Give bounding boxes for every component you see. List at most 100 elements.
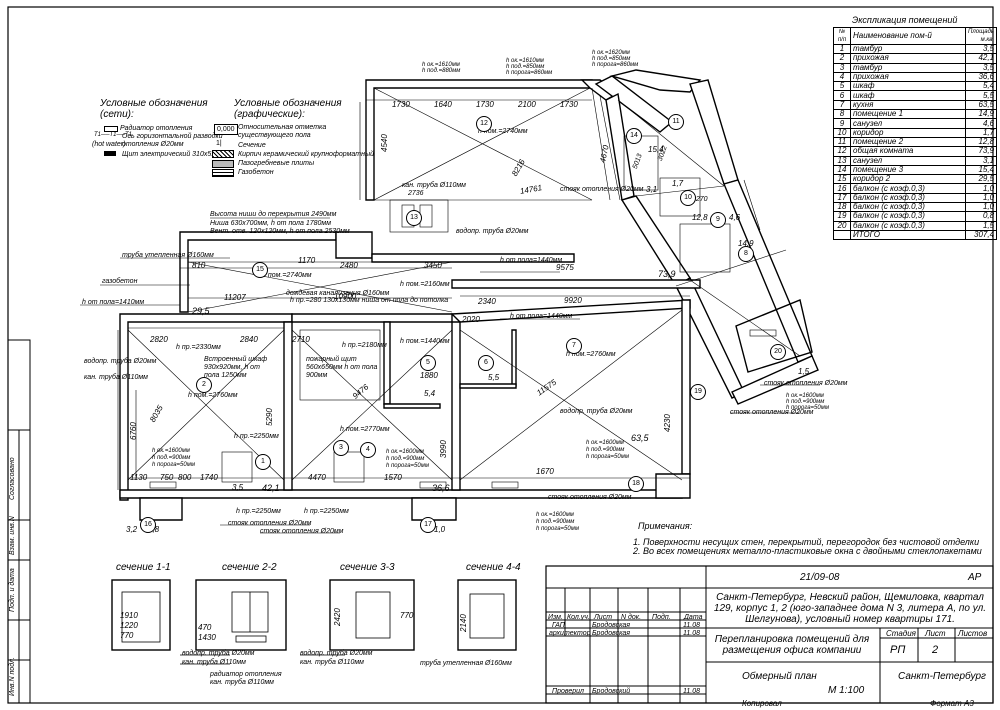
dim-800: 800 [178,473,192,482]
stamp-row3-role: Проверил [552,688,584,695]
legend-graphic-item-section: Сечение [238,142,266,149]
label-win-d2: h под.=900мм [536,519,575,525]
room-number-6: 6 [478,355,494,371]
room-area: 12,8 [964,136,998,148]
stamp-row1-name: Бродовская [592,622,631,629]
label-riser-d: стояк отопления Ø20мм [764,380,848,387]
stamp-sheet-label: Лист [925,629,946,638]
dim-810: 810 [192,261,206,270]
label-h-floor-1410: h от пола=1410мм [82,299,145,306]
stamp-header-doc: N док. [621,614,642,621]
dim-1880: 1880 [420,371,438,380]
room-number-10: 10 [680,190,696,206]
area-3-1: 3,1 [646,185,658,194]
label-riser-c: стояк отопления Ø20мм [548,494,632,501]
label-h-room-2740a: h пом.=2740мм [478,128,528,135]
label-win-b3: h порога=50мм [386,463,429,469]
stamp-header-list: Лист [594,614,613,621]
room-name: помещение 1 [850,109,966,120]
dim-3270: 3270 [692,196,708,203]
room-area: 1,5 [964,220,998,231]
label-win-d: h ок.=1600мм [536,512,574,518]
room-name: балкон (с коэф.0,3) [850,202,966,213]
area-14-9: 14,9 [738,239,754,248]
room-area: 0,8 [964,211,998,222]
dim-9920: 9920 [564,296,582,305]
aerated-concrete-hatch-icon [212,169,234,177]
area-3-5: 3,5 [232,483,244,492]
room-area: 1,0 [964,202,998,213]
side-stamp-replace: Взам. инв.N [9,516,16,555]
dim-2736: 2736 [408,190,424,197]
room-name: тамбур [850,62,966,73]
dim-10900: 10900 [334,292,357,301]
dim-4470: 4470 [308,473,326,482]
stamp-header-izm: Изм. [548,614,563,621]
legend-network-item-panel: Щит электрический 310х510мм [122,151,229,158]
section-note-water-b: водопр. труба Ø20мм [300,650,373,657]
dim-4540: 4540 [380,134,389,152]
label-built-in-closet: Встроенный шкаф 930х920мм, h от пола 125… [204,356,268,379]
dim-1170: 1170 [298,256,316,265]
row-number: 16 [833,183,851,194]
total-label: ИТОГО [850,229,966,241]
label-niche-floor: h пр.=280 130х130мм ниша от пола до пото… [290,297,449,304]
side-stamp-inv: Инв.N подл. [9,657,16,696]
label-rain-pipe: дождевая канализация Ø160мм [286,290,390,297]
dim-2710: 2710 [292,335,310,344]
area-73-9: 73,9 [658,269,676,279]
room-area: 29,5 [964,174,998,185]
label-h-room-2760b: h пом.=2760мм [566,351,616,358]
label-win-b2: h под.=900мм [386,456,425,462]
label-h-pr-2180: h пр.=2180мм [342,342,387,349]
room-area: 4,6 [964,118,998,129]
room-name: кухня [850,99,966,111]
dim-2820: 2820 [150,335,168,344]
area-5-4: 5,4 [424,389,436,398]
row-number: 14 [833,164,851,176]
label-h-pr-2250c: h пр.=2250мм [304,508,349,515]
label-h-room-2760: h пом.=2760мм [188,392,238,399]
label-window-door-3: h порога=860мм [592,62,639,68]
row-number: 6 [833,90,851,101]
room-number-7: 7 [566,338,582,354]
room-number-13: 13 [406,210,422,226]
label-riser-a: стояк отопления Ø20мм [228,520,312,527]
room-name: шкаф [850,90,966,101]
room-area: 1,7 [964,127,998,138]
room-number-9: 9 [710,212,726,228]
room-number-11: 11 [668,114,684,130]
row-number: 10 [833,127,851,138]
stamp-stage: РП [890,644,906,656]
brick-hatch-icon [212,150,234,158]
stamp-sheet-title: Обмерный план [742,671,817,682]
label-h-floor-1440b: h от пола=1440мм [510,313,573,320]
area-3-2: 3,2 [126,525,138,534]
stamp-row2-date: 11.08 [683,630,700,637]
label-window-top-1: h ок.=1610мм [422,62,460,68]
area-29-5: 29,5 [192,306,210,316]
label-insulated-pipe: труба утепленная Ø160мм [122,252,214,259]
room-area: 14,9 [964,109,998,120]
section-note-insulated: труба утепленная Ø160мм [420,660,512,667]
note-2: 2. Во всех помещениях металло-пластиковы… [633,546,982,556]
row-number: 7 [833,99,851,111]
area-63-5: 63,5 [631,433,649,443]
legend-graphic-title: Условные обозначения (графические): [234,98,342,120]
stamp-header-sign: Подп. [652,614,671,621]
label-riser-e: стояк отопления Ø20мм [730,409,814,416]
room-name: коридор [850,127,966,138]
label-win-b: h ок.=1600мм [386,449,424,455]
label-h-room-2770: h пом.=2770мм [340,426,390,433]
label-window-sill-2: h под.=850мм [506,64,545,70]
area-1-0: 1,0 [434,525,446,534]
total-empty [833,229,851,241]
